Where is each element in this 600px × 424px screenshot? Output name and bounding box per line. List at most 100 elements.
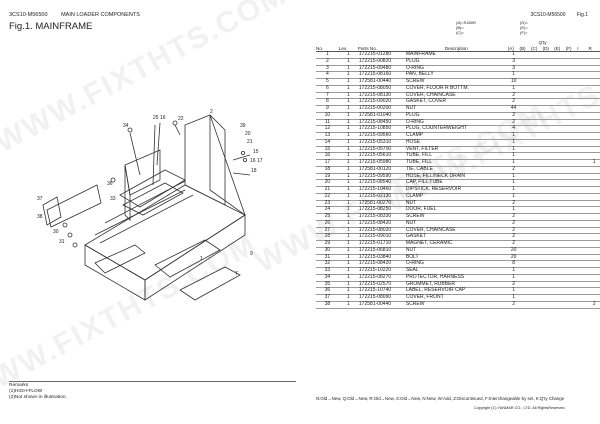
- row-qty-d: [542, 294, 555, 302]
- row-qty-a: 1: [507, 267, 520, 275]
- row-i: [577, 78, 589, 86]
- row-part-no: 172215-05980: [357, 159, 405, 167]
- row-description: HOSE, FILL/NECK DRAIN: [404, 173, 508, 181]
- remarks-title: Remarks: [9, 383, 29, 388]
- callout-label: 2: [210, 109, 213, 115]
- row-r: [588, 274, 600, 282]
- row-r: [588, 227, 600, 235]
- row-qty-b: [519, 125, 531, 133]
- row-no: 37: [316, 294, 339, 302]
- row-r: [588, 220, 600, 228]
- col-r: R: [588, 45, 600, 52]
- col-qty-c: (C): [530, 45, 543, 52]
- row-qty-d: [542, 105, 555, 113]
- row-qty-a: 4: [507, 125, 520, 133]
- row-qty-c: [530, 166, 543, 174]
- row-qty-c: [530, 206, 543, 214]
- row-i: [577, 146, 589, 154]
- col-qty-f: (F): [565, 45, 578, 52]
- row-qty-c: [530, 200, 543, 208]
- row-description: NUT: [404, 247, 508, 255]
- row-qty-f: [565, 71, 578, 79]
- col-i: I: [577, 45, 589, 52]
- row-qty-a: 2: [507, 92, 520, 100]
- row-lev: 1: [338, 132, 358, 140]
- row-qty-f: [565, 200, 578, 208]
- row-qty-a: 1: [507, 294, 520, 302]
- row-qty-d: [542, 260, 555, 268]
- row-part-no: 172215-06810: [357, 247, 405, 255]
- row-qty-c: [530, 125, 543, 133]
- row-r: [588, 287, 600, 295]
- row-r: [588, 132, 600, 140]
- variation-b: (B)=: [456, 25, 464, 30]
- row-description: NUT: [404, 200, 508, 208]
- row-qty-a: 1: [507, 287, 520, 295]
- row-qty-b: [519, 152, 531, 160]
- row-description: O-RING: [404, 260, 508, 268]
- row-lev: 1: [338, 206, 358, 214]
- row-qty-f: [565, 267, 578, 275]
- row-qty-b: [519, 186, 531, 194]
- row-qty-b: [519, 247, 531, 255]
- row-qty-c: [530, 233, 543, 241]
- row-qty-d: [542, 65, 555, 73]
- row-qty-a: 1: [507, 146, 520, 154]
- row-r: [588, 267, 600, 275]
- row-no: 3: [316, 65, 339, 73]
- row-description: PLUG: [404, 58, 508, 66]
- col-lev: Lev.: [338, 45, 358, 52]
- row-qty-e: [554, 227, 566, 235]
- callout-label: 21: [247, 139, 253, 145]
- mainframe-exploded-diagram: 34 25 16 22 2 39 20 21 15 16 17 18 36 33…: [37, 109, 263, 301]
- row-qty-c: [530, 159, 543, 167]
- row-qty-b: [519, 206, 531, 214]
- row-qty-b: [519, 193, 531, 201]
- col-description: Description: [404, 45, 508, 52]
- row-part-no: 172215-08050: [357, 85, 405, 93]
- row-qty-e: [554, 146, 566, 154]
- qty-header: Q'ty: [538, 39, 547, 45]
- row-no: 26: [316, 220, 339, 228]
- row-qty-d: [542, 206, 555, 214]
- row-i: [577, 125, 589, 133]
- row-description: NUT: [404, 105, 508, 113]
- variation-f: (F)=: [520, 30, 528, 35]
- row-i: [577, 233, 589, 241]
- row-qty-d: [542, 200, 555, 208]
- row-qty-f: [565, 58, 578, 66]
- row-qty-e: [554, 105, 566, 113]
- row-qty-f: [565, 85, 578, 93]
- row-qty-f: [565, 260, 578, 268]
- row-qty-e: [554, 166, 566, 174]
- change-code-legend: N:Old→New, Q:Old→New, R:Old→New, S:Old→N…: [316, 396, 565, 401]
- row-qty-f: [565, 159, 578, 167]
- row-no: 15: [316, 146, 339, 154]
- row-i: [577, 281, 589, 289]
- row-i: [577, 274, 589, 282]
- row-part-no: 172581-01040: [357, 112, 405, 120]
- row-lev: 1: [338, 65, 358, 73]
- row-description: SCREW: [404, 78, 508, 86]
- row-qty-f: [565, 119, 578, 127]
- row-qty-f: [565, 294, 578, 302]
- row-i: [577, 267, 589, 275]
- callout-label: 1: [200, 256, 203, 262]
- row-qty-f: [565, 51, 578, 59]
- row-qty-b: [519, 281, 531, 289]
- row-lev: 1: [338, 233, 358, 241]
- row-qty-d: [542, 186, 555, 194]
- row-part-no: 172215-05610: [357, 152, 405, 160]
- row-qty-c: [530, 112, 543, 120]
- row-r: [588, 179, 600, 187]
- row-lev: 1: [338, 51, 358, 59]
- row-i: [577, 139, 589, 147]
- row-lev: 1: [338, 193, 358, 201]
